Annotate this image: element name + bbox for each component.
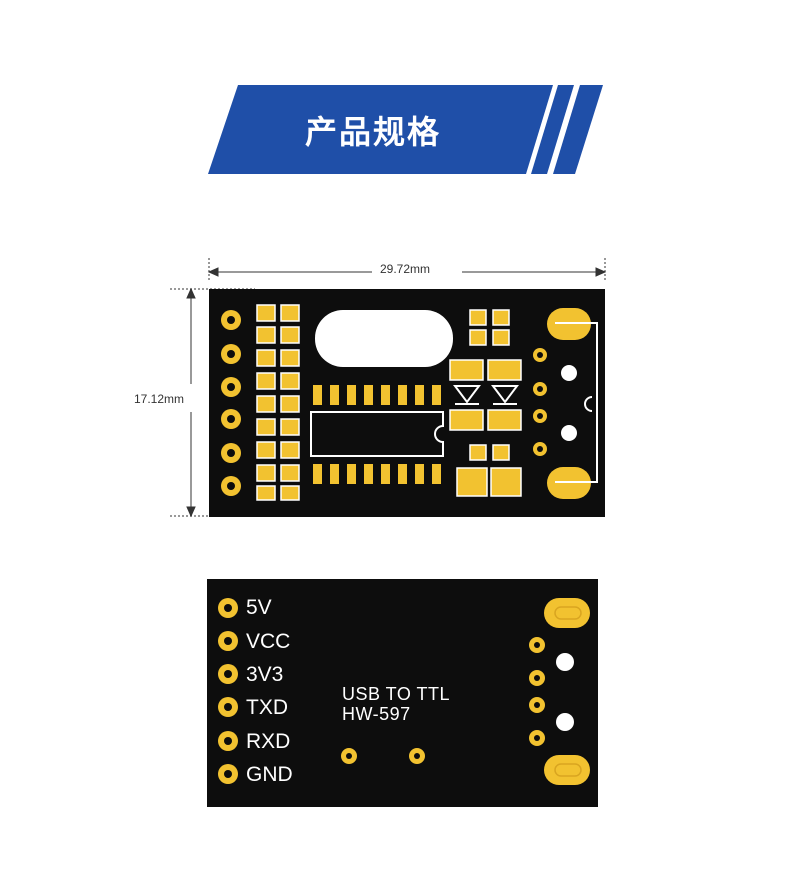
left-pin-header [221,310,241,496]
smd-components-right [449,309,522,497]
board-text-line1: USB TO TTL [342,684,451,704]
pin-label-5v: 5V [246,596,272,619]
width-dimension-label: 29.72mm [380,262,431,276]
banner-shape [208,85,603,174]
smd-resistor-array [256,304,300,501]
back-pin-pads [218,598,238,784]
diode-symbols [453,385,519,405]
board-top-view [170,258,607,518]
dimension-lines [170,258,607,518]
title-banner: 产品规格 [208,85,603,174]
crystal-oscillator [315,310,453,367]
pin-label-txd: TXD [246,696,288,719]
banner-title: 产品规格 [304,112,441,151]
height-dimension-label: 17.12mm [134,392,185,406]
pin-label-rxd: RXD [246,730,291,753]
board-text-line2: HW-597 [342,704,411,724]
pin-label-gnd: GND [246,763,293,786]
usb-connector [533,308,598,499]
ic-chip [310,385,444,484]
pin-label-3v3: 3V3 [246,663,284,686]
back-usb-pads [529,598,590,785]
pcb-back [207,579,598,807]
pin-label-vcc: VCC [246,630,291,653]
back-test-pads [341,748,425,764]
